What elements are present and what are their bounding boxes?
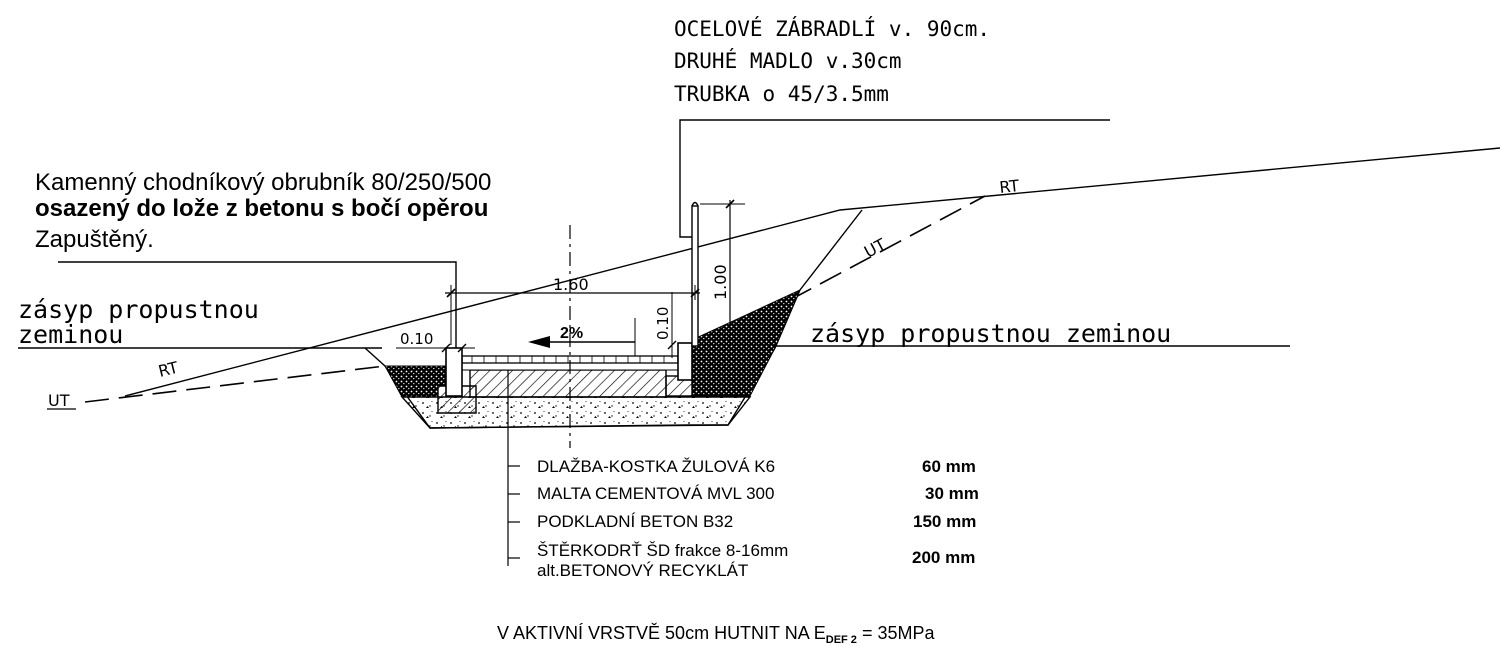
layer-2-thickness: 30 mm [925, 484, 979, 503]
paving-joints [471, 356, 665, 363]
curb-leader [58, 261, 457, 385]
railing-post-cap [691, 201, 699, 207]
dim-width-tick-left [446, 288, 456, 298]
layer-3-thickness: 150 mm [913, 512, 976, 531]
backfill-soil-right [691, 288, 801, 397]
dim-010-right-label: 0.10 [654, 307, 672, 340]
dim-010-left-label: 0.10 [400, 330, 433, 348]
backfill-right: zásyp propustnou zeminou [810, 319, 1171, 348]
concrete-base [469, 369, 667, 398]
dim-010-left-tick1 [441, 343, 451, 353]
layer-1-thickness: 60 mm [922, 457, 976, 476]
backfill-left-line1: zásyp propustnou [18, 295, 259, 324]
layer-4-name-alt: alt.BETONOVÝ RECYKLÁT [537, 561, 748, 580]
ut-label-left: UT [48, 391, 70, 410]
curb-right-stone [677, 342, 693, 381]
ut-label-right: UT [861, 235, 889, 262]
dim-width-tick-right [690, 288, 700, 298]
railing-post [691, 205, 699, 347]
dim-height-label: 1.00 [711, 264, 730, 300]
dim-010-left-tick2 [457, 343, 467, 353]
compaction-main: V AKTIVNÍ VRSTVĚ 50cm HUTNIT NA E [497, 623, 826, 643]
layer-2-name: MALTA CEMENTOVÁ MVL 300 [537, 484, 774, 503]
compaction-note: V AKTIVNÍ VRSTVĚ 50cm HUTNIT NA EDEF 2 =… [497, 623, 935, 646]
dim-010-right-tick [667, 340, 677, 350]
slope-arrowhead [528, 336, 550, 348]
curb-note-line3: Zapuštěný. [35, 226, 154, 253]
rt-label-left: RT [156, 358, 180, 381]
railing-note-line2: DRUHÉ MADLO v.30cm [674, 48, 902, 73]
ut-line-right [789, 195, 986, 301]
layer-3-name: PODKLADNÍ BETON B32 [537, 512, 733, 531]
layer-4-thickness: 200 mm [912, 548, 975, 567]
curb-note-line1: Kamenný chodníkový obrubník 80/250/500 [35, 169, 491, 196]
layer-1-name: DLAŽBA-KOSTKA ŽULOVÁ K6 [537, 457, 775, 476]
layer-4-name: ŠTĚRKODRŤ ŠD frakce 8-16mm [537, 541, 788, 560]
compaction-tail: = 35MPa [857, 623, 936, 643]
dim-width-label: 1.60 [553, 275, 589, 294]
curb-note-line2: osazený do lože z betonu s bočí opěrou [35, 195, 488, 222]
railing-leader [679, 119, 1110, 238]
backfill-left-line2: zeminou [18, 320, 123, 349]
railing-note-line3: TRUBKA o 45/3.5mm [674, 82, 889, 106]
terrain-rt-line [124, 147, 1501, 397]
slope-label: 2% [560, 325, 583, 342]
railing-note-line1: OCELOVÉ ZÁBRADLÍ v. 90cm. [674, 16, 990, 41]
dim-height-tick-top [725, 199, 735, 209]
curb-left-stone [445, 347, 463, 397]
rt-label-right: RT [998, 176, 1020, 197]
compaction-subscript: DEF 2 [826, 634, 857, 646]
ut-line-left [84, 365, 386, 403]
